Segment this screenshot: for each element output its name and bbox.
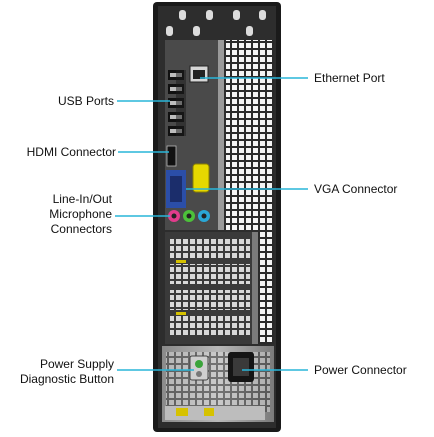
audio-label-line-1: Line-In/Out (52, 192, 112, 206)
power-diag-label-line-2: Diagnostic Button (19, 372, 114, 386)
side-vent-mesh (226, 40, 274, 230)
power-connector-label: Power Connector (314, 363, 407, 377)
vga-connector-label: VGA Connector (314, 182, 398, 196)
ethernet-port-label: Ethernet Port (314, 71, 385, 85)
usb-ports-label: USB Ports (57, 94, 114, 108)
yellow-port-cap (192, 163, 210, 193)
expansion-slots (165, 232, 265, 344)
hdmi-connector-label: HDMI Connector (26, 145, 116, 159)
audio-label-line-2: Microphone (49, 207, 112, 221)
power-diag-label-line-1: Power Supply (39, 357, 114, 371)
top-vents (166, 10, 266, 36)
audio-jacks (168, 210, 210, 222)
audio-connectors-label: Line-In/Out Microphone Connectors (49, 192, 112, 237)
hdmi-port (166, 145, 177, 167)
audio-label-line-3: Connectors (50, 222, 112, 236)
power-diagnostic-label: Power Supply Diagnostic Button (20, 357, 114, 387)
leader-lines (115, 77, 308, 371)
usb-port-stack (168, 70, 186, 136)
